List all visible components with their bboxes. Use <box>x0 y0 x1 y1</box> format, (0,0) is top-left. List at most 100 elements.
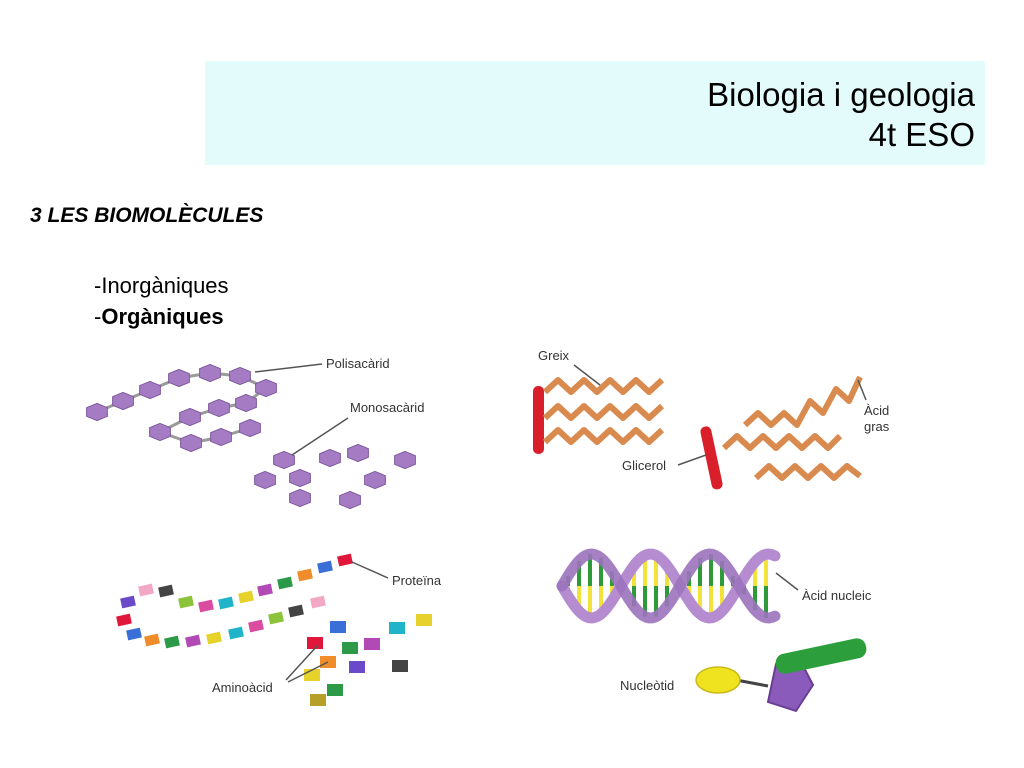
fat-molecule <box>533 377 665 454</box>
amino-acid-block <box>178 595 194 609</box>
sugar-hexagon <box>199 363 221 383</box>
amino-acid-block <box>268 611 284 625</box>
fat-leader <box>573 364 601 386</box>
protein-label: Proteïna <box>392 573 442 588</box>
amino-acid-block <box>158 584 174 598</box>
amino-acid-block <box>218 596 234 610</box>
page-title: Biologia i geologia 4t ESO <box>707 75 975 155</box>
sugar-hexagon <box>255 378 277 398</box>
sugar-hexagon <box>86 402 108 422</box>
nucleic-acid-leader <box>775 572 799 591</box>
monosaccharide-leader <box>291 417 349 456</box>
amino-acid-block <box>310 694 326 706</box>
nucleotide-bond <box>735 678 769 688</box>
polysaccharide-leader <box>254 363 323 373</box>
fatty-acid-chain <box>542 403 665 421</box>
sugar-hexagon <box>179 407 201 427</box>
list-item-organic: -Orgàniques <box>94 301 229 332</box>
amino-acid-block <box>327 684 343 696</box>
sugar-hexagon <box>149 422 171 442</box>
amino-acid-block <box>120 595 136 609</box>
amino-acid-block <box>206 631 222 645</box>
glycerol-rod <box>700 426 723 490</box>
monosaccharide-label: Monosacàrid <box>350 400 424 415</box>
sugar-hexagon <box>254 470 276 490</box>
sugar-hexagon <box>394 450 416 470</box>
amino-acid-block <box>277 576 293 590</box>
amino-acid-block <box>228 626 244 640</box>
amino-acid-block <box>330 621 346 633</box>
fatty-acid-chain <box>742 375 863 428</box>
sugar-hexagon <box>289 468 311 488</box>
fatty-acid-leader <box>857 379 867 401</box>
sugar-cylinder <box>775 638 867 674</box>
amino-acid-block <box>337 553 353 567</box>
amino-acid-block <box>198 599 214 613</box>
sugar-hexagon <box>229 366 251 386</box>
sugar-hexagon <box>347 443 369 463</box>
biomolecule-list: -Inorgàniques -Orgàniques <box>94 270 229 332</box>
list-item-inorganic: -Inorgàniques <box>94 270 229 301</box>
protein-leader <box>351 561 389 579</box>
sugar-hexagon <box>239 418 261 438</box>
amino-acid-leader <box>285 644 319 681</box>
amino-acid-block <box>138 583 154 597</box>
base-oval <box>695 666 741 694</box>
sugar-hexagon <box>235 393 257 413</box>
fatty-acid-label-2: gras <box>864 419 890 434</box>
fatty-acid-chain <box>542 427 665 445</box>
fat-label: Greix <box>538 348 570 363</box>
list-item-prefix: - <box>94 304 102 329</box>
protein-chain <box>116 553 353 649</box>
monosaccharide-group <box>254 443 416 510</box>
sugar-hexagon <box>273 450 295 470</box>
amino-acid-block <box>238 590 254 604</box>
amino-acid-block <box>349 661 365 673</box>
amino-acid-block <box>392 660 408 672</box>
amino-acid-block <box>288 604 304 618</box>
glycerol-label: Glicerol <box>622 458 666 473</box>
amino-acid-block <box>185 634 201 648</box>
sugar-hexagon <box>319 448 341 468</box>
sugar-hexagon <box>139 380 161 400</box>
amino-acid-block <box>317 560 333 574</box>
amino-acid-block <box>248 619 264 633</box>
amino-acid-block <box>144 633 160 647</box>
amino-acid-label: Aminoàcid <box>212 680 273 695</box>
list-item-prefix: - <box>94 273 102 298</box>
amino-acid-block <box>389 622 405 634</box>
sugar-hexagon <box>112 391 134 411</box>
list-item-label: Orgàniques <box>101 304 224 329</box>
glycerol-backbone <box>533 386 544 454</box>
fatty-acid-label-1: Àcid <box>864 403 889 418</box>
amino-acid-block <box>116 613 132 627</box>
sugar-hexagon <box>289 488 311 508</box>
dna-strand <box>556 548 781 624</box>
sugar-hexagon <box>180 433 202 453</box>
list-item-label: Inorgàniques <box>101 273 229 298</box>
amino-acid-block <box>257 583 273 597</box>
fatty-acid-chain <box>542 377 665 395</box>
amino-acid-group <box>304 614 432 706</box>
dna-double-helix <box>556 548 781 624</box>
sugar-hexagon <box>168 368 190 388</box>
nucleotide <box>695 638 867 713</box>
amino-acid-block <box>342 642 358 654</box>
section-heading: 3 LES BIOMOLÈCULES <box>30 204 264 227</box>
amino-acid-block <box>416 614 432 626</box>
amino-acid-block <box>310 595 326 609</box>
polysaccharide-chain <box>86 363 277 453</box>
nucleic-acid-label: Àcid nucleic <box>802 588 872 603</box>
sugar-hexagon <box>364 470 386 490</box>
free-fatty-acids <box>721 375 863 481</box>
amino-acid-leader <box>287 661 329 683</box>
nucleotide-label: Nucleòtid <box>620 678 674 693</box>
subject-title: Biologia i geologia <box>707 76 975 113</box>
glycerol-free <box>700 426 723 490</box>
amino-acid-block <box>364 638 380 650</box>
polysaccharide-label: Polisacàrid <box>326 356 390 371</box>
amino-acid-block <box>297 568 313 582</box>
title-band: Biologia i geologia 4t ESO <box>205 61 985 165</box>
amino-acid-block <box>126 627 142 641</box>
